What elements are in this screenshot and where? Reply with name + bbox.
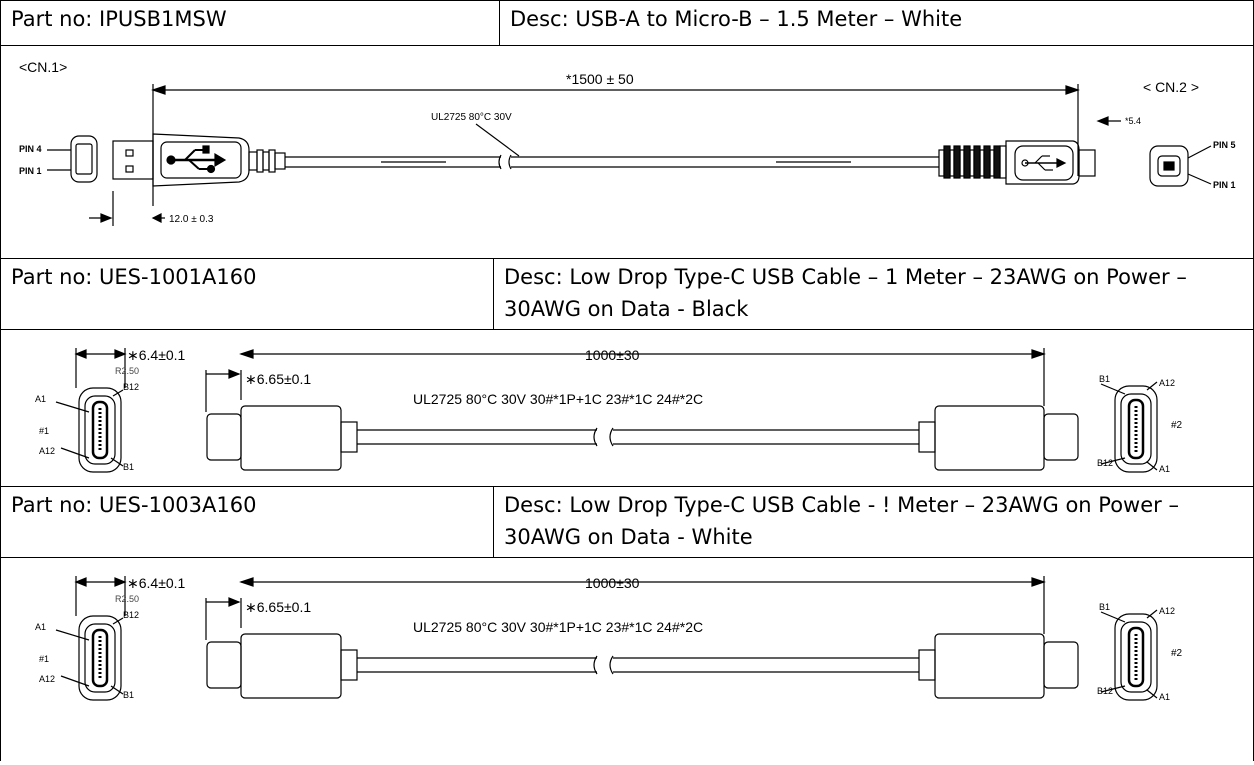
type-c-plug-right [1043,413,1079,461]
connector-2-label: < CN.2 > [1143,79,1199,95]
pin-b12-right-label: B12 [1097,458,1113,468]
arrow-left-icon [151,85,166,95]
cable-spec-label: UL2725 80°C 30V 30#*1P+1C 23#*1C 24#*2C [413,391,703,407]
strain-relief-right [918,649,936,681]
type-c-face-right [1114,385,1158,473]
port-2-label: #2 [1171,420,1183,431]
connector-housing-left [240,633,342,699]
drawing-cell-usb-micro: <CN.1> < CN.2 > *1500 ± 50 UL2725 80°C 3… [0,45,1254,259]
description-cell: Desc: USB-A to Micro-B – 1.5 Meter – Whi… [499,0,1254,46]
description-cell: Desc: Low Drop Type-C USB Cable – 1 Mete… [493,258,1254,330]
connector-housing-left [240,405,342,471]
part-number: Part no: UES-1001A160 [11,265,257,289]
pin5-label: PIN 5 [1213,140,1236,150]
pin-a12-label: A12 [39,674,55,684]
usb-symbol-icon-micro [1021,155,1067,171]
description: Desc: Low Drop Type-C USB Cable - ! Mete… [504,493,1179,549]
pin-b12-label: B12 [123,610,139,620]
port-1-label: #1 [39,426,49,436]
part-number: Part no: IPUSB1MSW [11,7,227,31]
pin-b1-right-label: B1 [1099,374,1110,384]
description: Desc: USB-A to Micro-B – 1.5 Meter – Whi… [510,7,963,31]
micro-dim-label: *5.4 [1125,116,1141,126]
type-c-face-right [1114,613,1158,701]
description-cell: Desc: Low Drop Type-C USB Cable - ! Mete… [493,486,1254,558]
port-1-label: #1 [39,654,49,664]
pin-b12-label: B12 [123,382,139,392]
type-c-cable-drawing: ∗6.4±0.1 R2.50 A1 B12 #1 A12 B1 ∗6.65±0.… [35,347,1183,474]
radius-label: R2.50 [115,594,139,604]
type-c-plug-right [1043,641,1079,689]
pin-b1-label: B1 [123,690,134,700]
port-2-label: #2 [1171,648,1183,659]
plug-width-label: ∗6.65±0.1 [245,371,311,387]
connector-housing-right [934,633,1045,699]
cable-spec-label: UL2725 80°C 30V [431,112,512,123]
strain-relief-left [340,649,358,681]
pin-b1-label: B1 [123,462,134,472]
usb-micro-cable-drawing: <CN.1> < CN.2 > *1500 ± 50 UL2725 80°C 3… [19,59,1236,226]
pin-a1-label: A1 [35,622,46,632]
face-width-label: ∗6.4±0.1 [127,575,186,591]
part-number-cell: Part no: IPUSB1MSW [0,0,500,46]
type-c-face-left [78,615,122,701]
spec-leader-line [475,123,520,157]
drawing-cell-type-c-white: ∗6.4±0.1 R2.50 A1 B12 #1 A12 B1 ∗6.65±0.… [0,557,1254,761]
usb-a-face-outline [70,135,98,183]
strain-relief-left [248,149,286,173]
pin4-label: PIN 4 [19,144,42,154]
description: Desc: Low Drop Type-C USB Cable – 1 Mete… [504,265,1187,321]
drawing-cell-type-c-black: ∗6.4±0.1 R2.50 A1 B12 #1 A12 B1 ∗6.65±0.… [0,329,1254,487]
part-number-cell: Part no: UES-1001A160 [0,258,494,330]
cable-spec-label: UL2725 80°C 30V 30#*1P+1C 23#*1C 24#*2C [413,619,703,635]
type-c-face-left [78,387,122,473]
part-number: Part no: UES-1003A160 [11,493,257,517]
radius-label: R2.50 [115,366,139,376]
pin-b1-right-label: B1 [1099,602,1110,612]
connector-housing-right [934,405,1045,471]
length-label: 1000±30 [585,347,640,363]
pin-a1-label: A1 [35,394,46,404]
usb-a-face-port [75,143,93,175]
arrow-right-icon [1065,85,1080,95]
usb-a-plug-shell [112,140,154,180]
part-number-cell: Part no: UES-1003A160 [0,486,494,558]
pin-a12-right-label: A12 [1159,378,1175,388]
length-label: *1500 ± 50 [566,71,634,87]
type-c-plug-left [206,641,242,689]
connector-1-label: <CN.1> [19,59,67,75]
pin1-right-label: PIN 1 [1213,180,1236,190]
pin-a12-label: A12 [39,446,55,456]
plug-width-label: ∗6.65±0.1 [245,599,311,615]
pin-a1-right-label: A1 [1159,464,1170,474]
length-label: 1000±30 [585,575,640,591]
type-c-plug-left [206,413,242,461]
pin-b12-right-label: B12 [1097,686,1113,696]
type-c-cable-drawing: ∗6.4±0.1 R2.50 A1 B12 #1 A12 B1 ∗6.65±0.… [35,575,1183,702]
pin1-left-label: PIN 1 [19,166,42,176]
strain-relief-right [918,421,936,453]
usb-symbol-icon [166,145,227,174]
strain-relief-left [340,421,358,453]
plug-length-label: 12.0 ± 0.3 [169,214,214,225]
face-width-label: ∗6.4±0.1 [127,347,186,363]
micro-b-face-outline [1149,145,1189,187]
strain-relief-right [938,145,1007,179]
pin-a12-right-label: A12 [1159,606,1175,616]
micro-b-plug [1078,149,1096,177]
pin-a1-right-label: A1 [1159,692,1170,702]
